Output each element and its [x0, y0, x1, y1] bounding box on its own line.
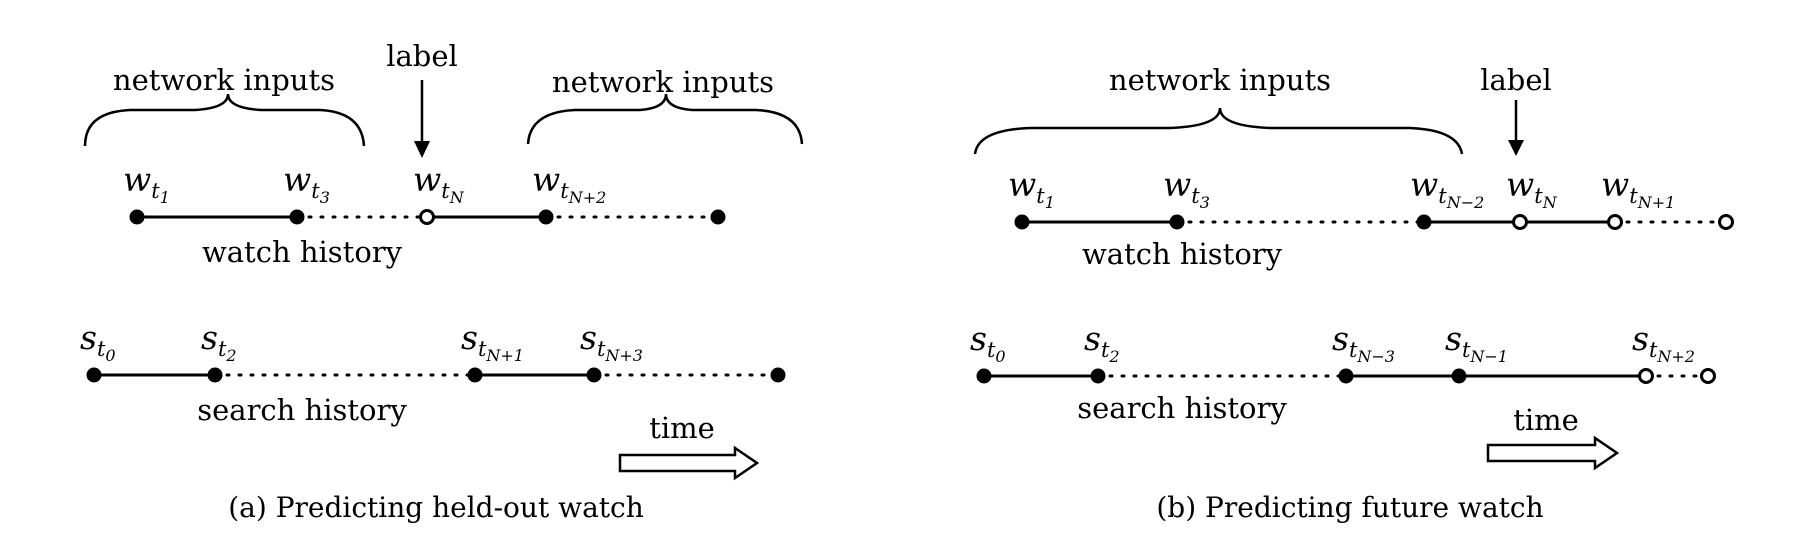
- watch-node: [1169, 214, 1185, 230]
- watch-node: [1512, 214, 1528, 230]
- label-b-arrowhead: [1508, 140, 1524, 156]
- label-a-marker: label: [386, 39, 458, 73]
- search-node-label: stN+3: [580, 318, 643, 365]
- watch-node-label: wt3: [1163, 165, 1210, 212]
- watch-node-label: wtN−2: [1410, 165, 1484, 212]
- watch-node-label: wtN+1: [1601, 165, 1675, 212]
- time-label-a: time: [649, 411, 715, 445]
- watch-node: [1014, 214, 1030, 230]
- panel-b: network inputs label wt1 wt3 wtN−2 wtN wtN+1…: [970, 63, 1734, 524]
- brace-b: [973, 107, 1464, 155]
- a-search-nodes: st0 st2 stN+1 stN+3: [80, 318, 786, 383]
- watch-node: [1607, 214, 1623, 230]
- watch-node-label: wtN+2: [532, 160, 606, 207]
- watch-history-label-a: watch history: [202, 235, 403, 269]
- search-node-label: stN−3: [1332, 319, 1395, 366]
- search-node-label: stN+1: [461, 318, 524, 365]
- search-node: [1090, 368, 1106, 384]
- search-node-label: st0: [970, 319, 1006, 366]
- search-node-label: stN−1: [1445, 319, 1508, 366]
- time-label-b: time: [1513, 403, 1579, 437]
- brace-b-label: network inputs: [1109, 63, 1331, 97]
- watch-node: [289, 209, 305, 225]
- search-node: [770, 367, 786, 383]
- label-a-arrowhead: [414, 141, 430, 158]
- search-node-label: st0: [80, 318, 116, 365]
- search-node: [1700, 368, 1716, 384]
- search-history-label-b: search history: [1077, 391, 1287, 425]
- search-node-label: stN+2: [1632, 319, 1695, 366]
- search-history-label-a: search history: [197, 393, 407, 427]
- caption-a: (a) Predicting held-out watch: [228, 491, 643, 524]
- watch-node: [419, 209, 435, 225]
- search-node: [586, 367, 602, 383]
- search-node: [976, 368, 992, 384]
- watch-node-label: wt1: [1008, 165, 1055, 212]
- search-node: [1451, 368, 1467, 384]
- watch-node-label: wtN: [1506, 165, 1558, 212]
- caption-b: (b) Predicting future watch: [1156, 491, 1543, 524]
- watch-node: [129, 209, 145, 225]
- watch-node-label: wtN: [413, 160, 465, 207]
- watch-history-label-b: watch history: [1082, 237, 1283, 271]
- b-search-nodes: st0 st2 stN−3 stN−1 stN+2: [970, 319, 1716, 384]
- b-watch-nodes: wt1 wt3 wtN−2 wtN wtN+1: [1008, 165, 1734, 230]
- label-b-marker: label: [1480, 63, 1552, 97]
- search-node: [1638, 368, 1654, 384]
- a-watch-nodes: wt1 wt3 wtN wtN+2: [123, 160, 726, 225]
- search-node: [207, 367, 223, 383]
- search-node: [1338, 368, 1354, 384]
- watch-node-label: wt3: [283, 160, 330, 207]
- watch-node-label: wt1: [123, 160, 170, 207]
- watch-node: [1718, 214, 1734, 230]
- watch-node: [710, 209, 726, 225]
- search-node: [467, 367, 483, 383]
- brace-a-right: [526, 93, 804, 145]
- search-node-label: st2: [201, 318, 237, 365]
- watch-node: [538, 209, 554, 225]
- time-arrow-a: [618, 445, 760, 481]
- time-arrow-b: [1486, 435, 1620, 471]
- brace-a-left: [83, 93, 366, 147]
- watch-node: [1416, 214, 1432, 230]
- search-node: [86, 367, 102, 383]
- search-node-label: st2: [1084, 319, 1120, 366]
- brace-a-right-label: network inputs: [552, 65, 774, 99]
- brace-a-left-label: network inputs: [113, 63, 335, 97]
